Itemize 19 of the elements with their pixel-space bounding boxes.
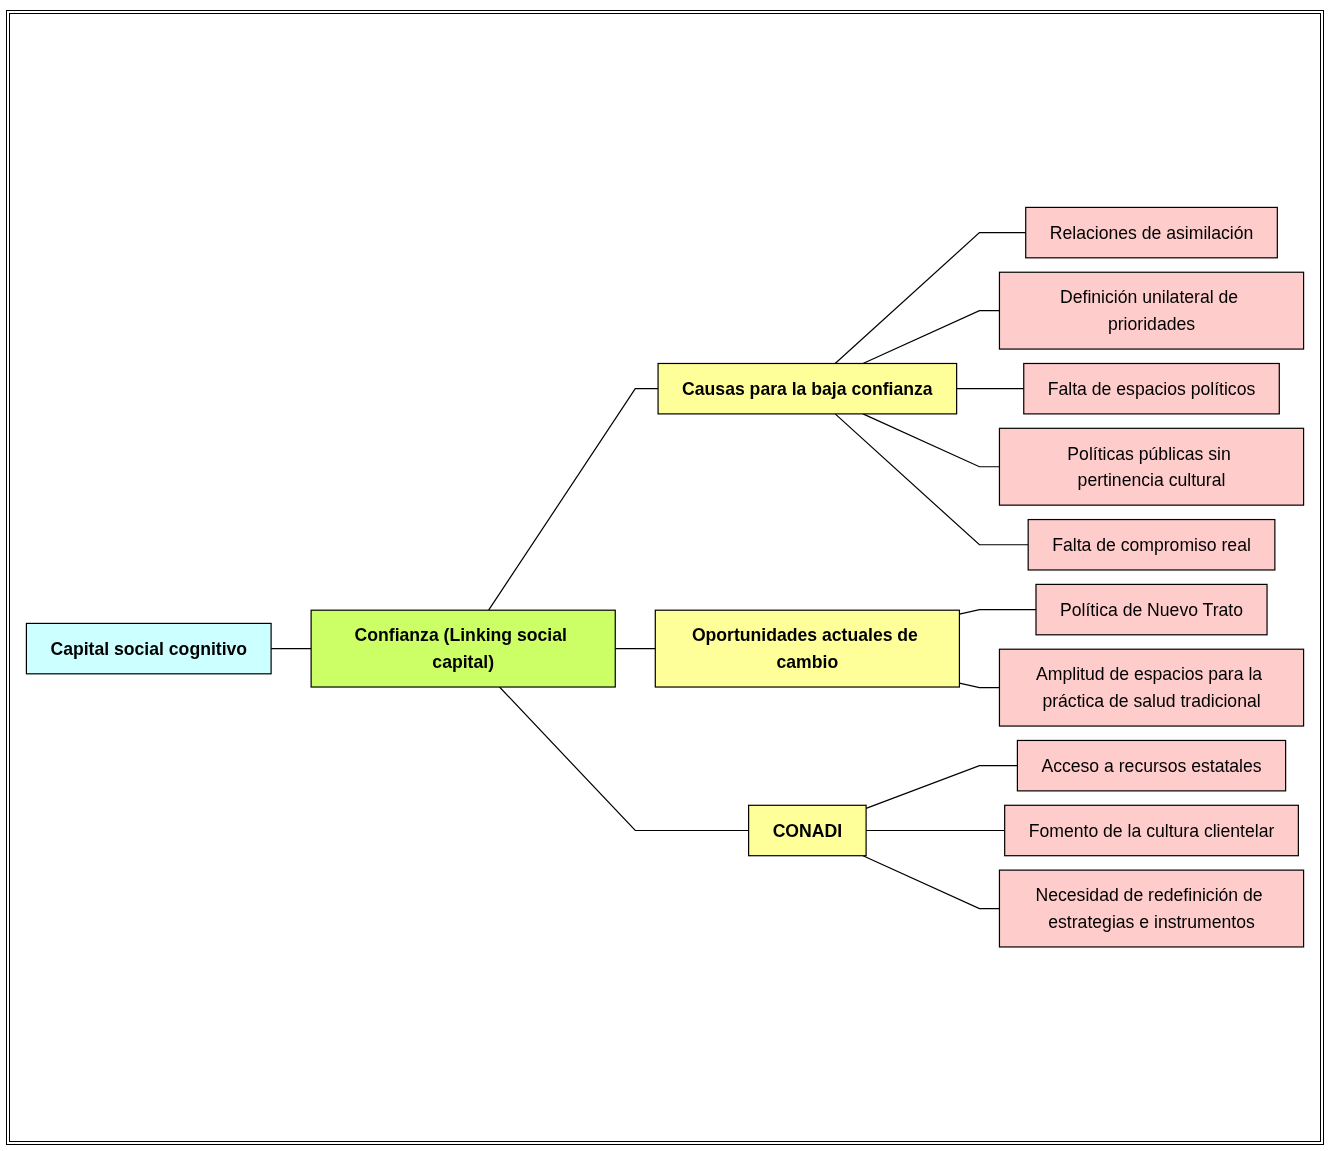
page-border: Capital social cognitivo Confianza (Linking social capital) Causas para la baja confianza Oportunidades actuales de cambio CONADI Relaciones de asimilación Definición unilateral de prioridades Falta de espacios políticos Políticas públicas sin pertinencia cultural Falta de compromiso real Política de Nuevo Trato Amplitud de espacios para la práctica de salud tradicional Acceso a recursos estatales Fomento de la cultura clientelar Necesidad de redefinición de estrategias e instrumentos <box>6 10 1324 1145</box>
node-box <box>748 805 867 857</box>
connector <box>865 765 1018 810</box>
node-box <box>998 271 1305 350</box>
connector <box>488 388 659 612</box>
node-box <box>1004 805 1299 857</box>
connector <box>834 413 1029 546</box>
node-box <box>998 869 1305 948</box>
node-box <box>1035 584 1268 636</box>
node-box <box>1016 740 1287 792</box>
node-box <box>310 609 616 688</box>
node-box <box>1023 363 1280 415</box>
node-box <box>1027 519 1276 571</box>
node-box <box>657 363 958 415</box>
node-box <box>654 609 961 688</box>
node-box <box>998 648 1305 727</box>
node-box <box>998 428 1305 507</box>
node-box <box>1025 207 1278 259</box>
node-box <box>25 623 272 675</box>
